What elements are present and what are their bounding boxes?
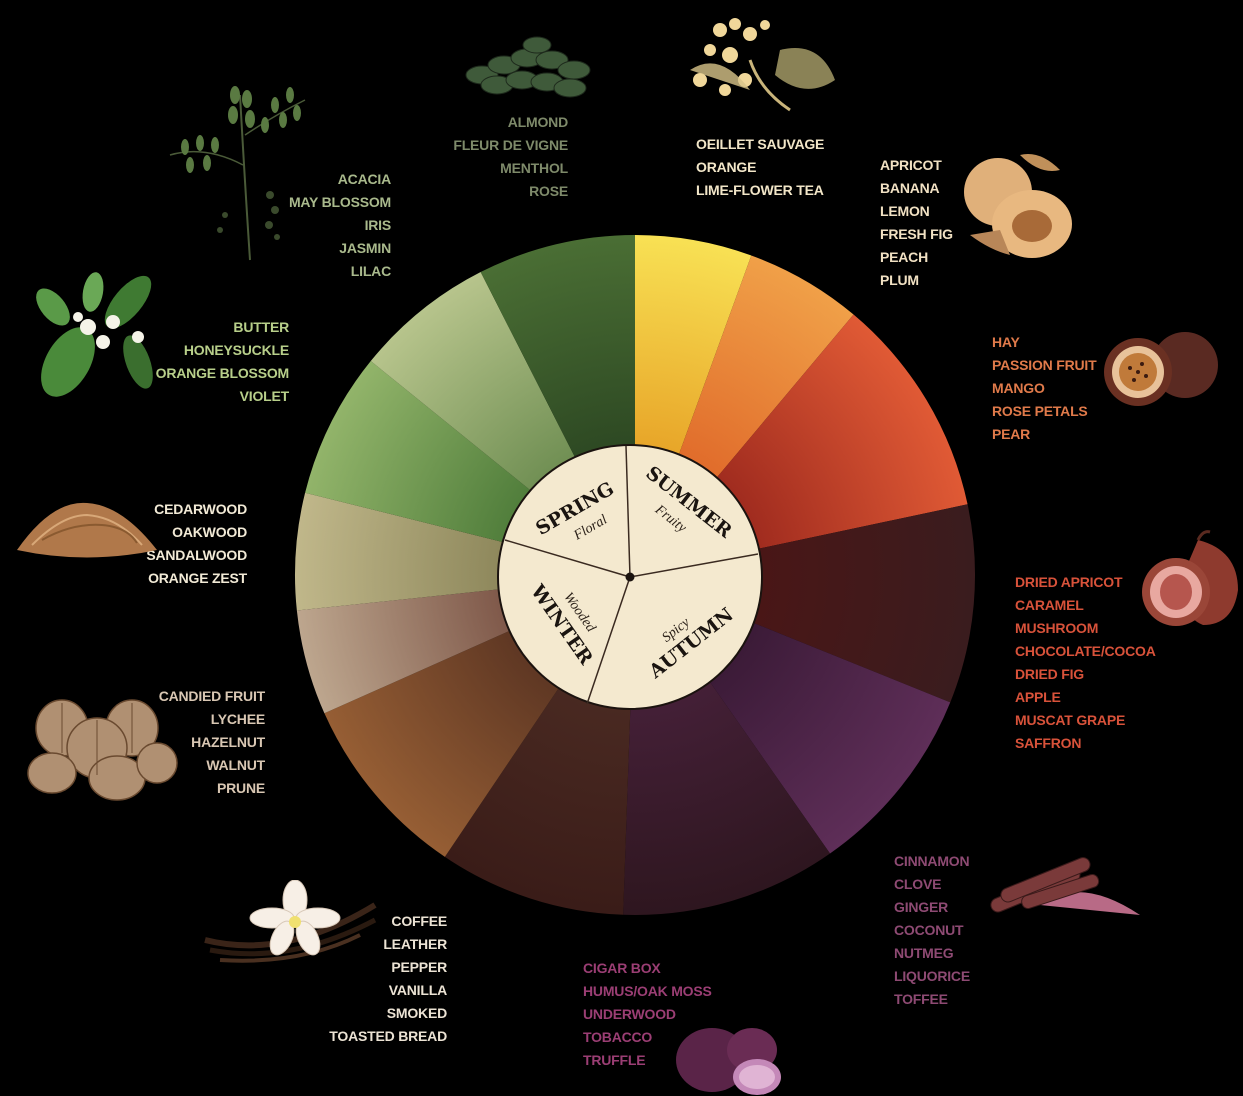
orange-blossom-icon — [28, 262, 163, 407]
acacia-branch-icon — [165, 75, 310, 265]
fig-icon — [1138, 530, 1243, 630]
aroma-item: CIGAR BOX — [583, 957, 712, 980]
aroma-item: ORANGE — [696, 156, 824, 179]
aroma-item: FRESH FIG — [880, 223, 953, 246]
aroma-item: LIQUORICE — [894, 965, 970, 988]
walnut-icon — [22, 698, 180, 803]
aroma-item: OEILLET SAUVAGE — [696, 133, 824, 156]
aroma-item: CINNAMON — [894, 850, 970, 873]
aroma-item: PASSION FRUIT — [992, 354, 1096, 377]
aroma-item: LEMON — [880, 200, 953, 223]
aroma-item: MANGO — [992, 377, 1096, 400]
apricot-icon — [960, 150, 1080, 265]
lime-flower-icon — [680, 10, 840, 120]
aroma-item: ROSE — [430, 180, 568, 203]
aroma-item: ROSE PETALS — [992, 400, 1096, 423]
aroma-item: PEACH — [880, 246, 953, 269]
aroma-item: MUSHROOM — [1015, 617, 1156, 640]
aroma-item: GINGER — [894, 896, 970, 919]
aroma-item: MENTHOL — [430, 157, 568, 180]
aroma-item: ALMOND — [430, 111, 568, 134]
aroma-item: MUSCAT GRAPE — [1015, 709, 1156, 732]
aroma-item: CHOCOLATE/COCOA — [1015, 640, 1156, 663]
aroma-item: LIME-FLOWER TEA — [696, 179, 824, 202]
aroma-item: HUMUS/OAK MOSS — [583, 980, 712, 1003]
center-dot — [626, 573, 635, 582]
aroma-item: TOASTED BREAD — [300, 1025, 447, 1048]
truffle-icon — [672, 1022, 787, 1096]
aroma-item: BANANA — [880, 177, 953, 200]
passion-fruit-icon — [1100, 330, 1225, 410]
aroma-item: CLOVE — [894, 873, 970, 896]
cinnamon-icon — [980, 845, 1140, 915]
aroma-item: DRIED APRICOT — [1015, 571, 1156, 594]
aroma-item: APRICOT — [880, 154, 953, 177]
aroma-item: NUTMEG — [894, 942, 970, 965]
aroma-item: PEAR — [992, 423, 1096, 446]
wood-shavings-icon — [12, 495, 160, 565]
aroma-item: ORANGE ZEST — [100, 567, 247, 590]
vanilla-icon — [200, 880, 380, 980]
aroma-item: APPLE — [1015, 686, 1156, 709]
aroma-item: VANILLA — [300, 979, 447, 1002]
aroma-item: PLUM — [880, 269, 953, 292]
green-almonds-icon — [462, 30, 602, 105]
aroma-item: DRIED FIG — [1015, 663, 1156, 686]
aroma-item: COCONUT — [894, 919, 970, 942]
aroma-item: TOFFEE — [894, 988, 970, 1011]
aroma-item: SAFFRON — [1015, 732, 1156, 755]
aroma-item: SMOKED — [300, 1002, 447, 1025]
aroma-item: CARAMEL — [1015, 594, 1156, 617]
aroma-item: HAY — [992, 331, 1096, 354]
aroma-item: FLEUR DE VIGNE — [430, 134, 568, 157]
